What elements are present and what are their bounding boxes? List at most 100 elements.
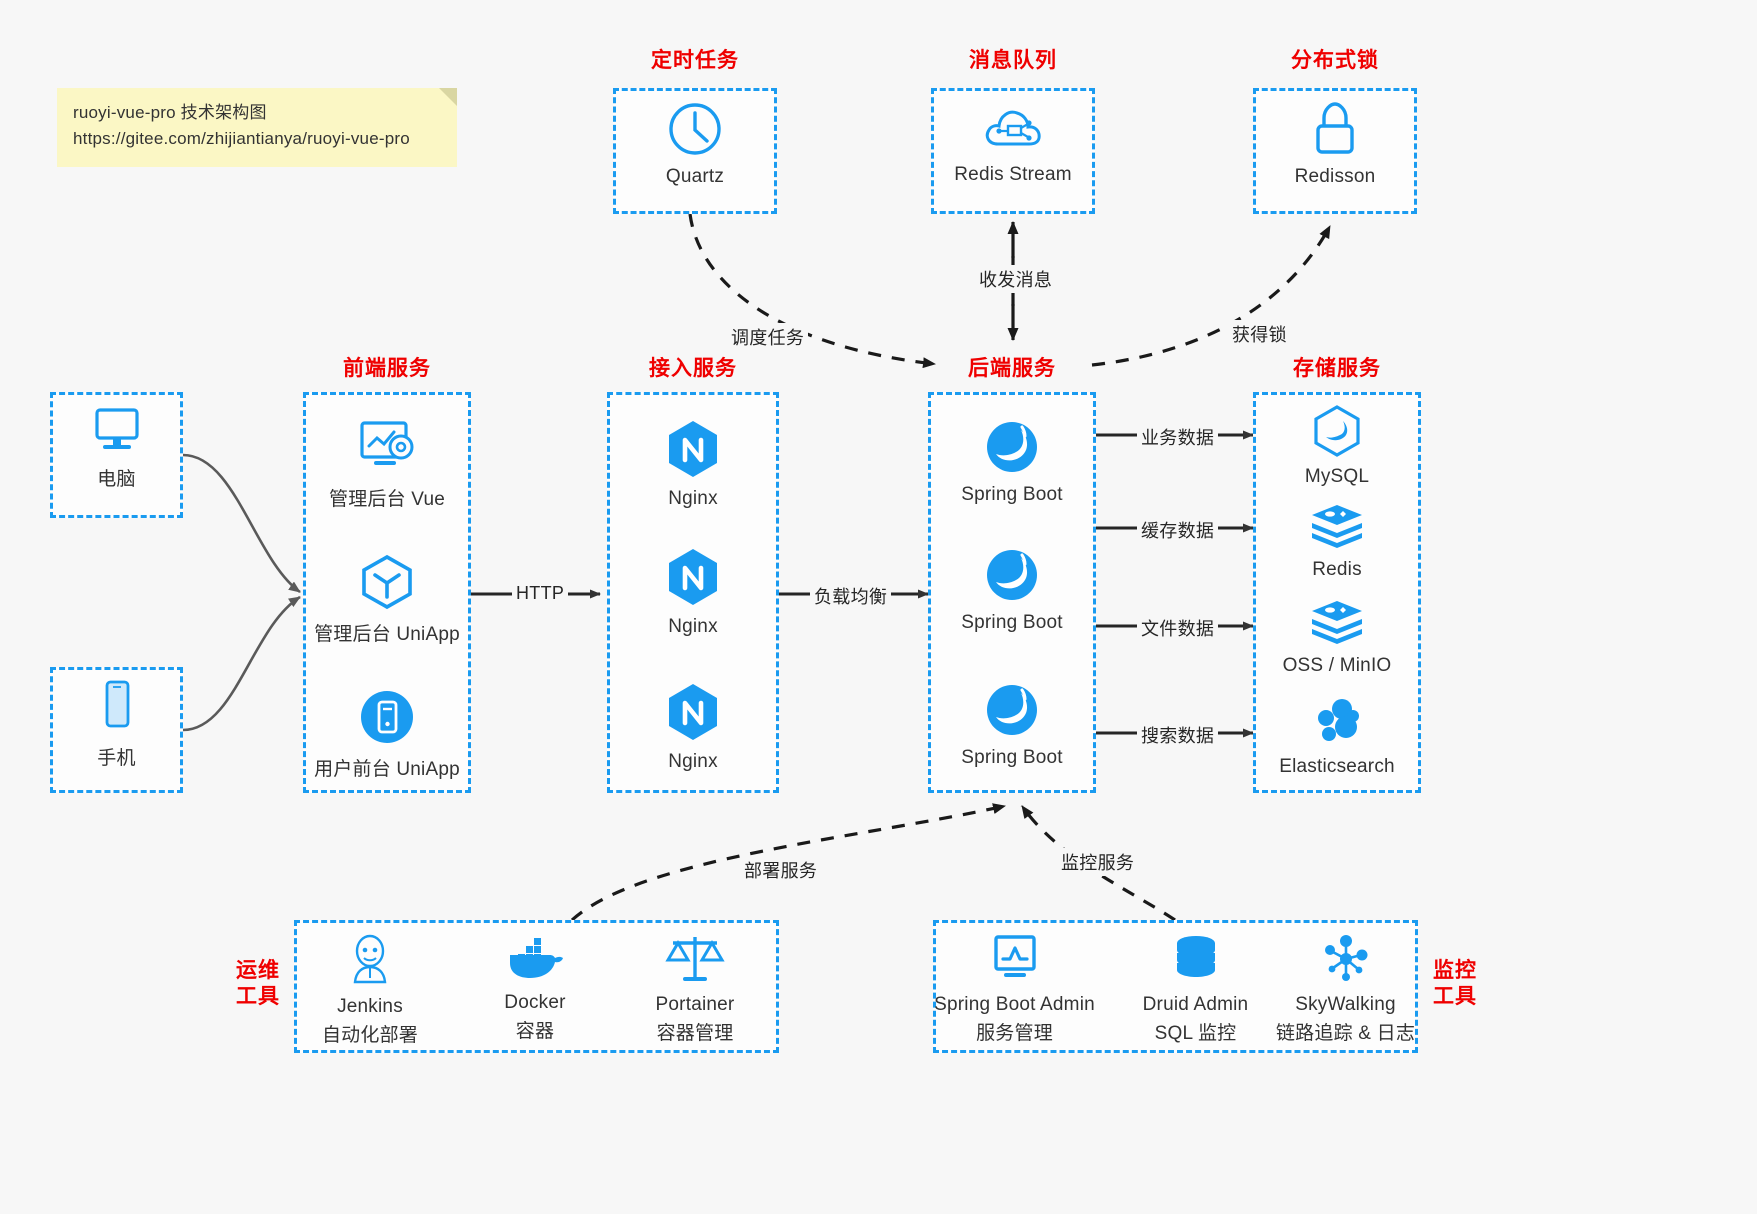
node-label: Elasticsearch [1279, 756, 1395, 777]
node-jenkins[interactable]: Jenkins 自动化部署 [300, 932, 440, 1047]
docker-whale-icon [504, 932, 566, 984]
node-oss-minio[interactable]: OSS / MinIO [1253, 597, 1421, 677]
elasticsearch-icon [1309, 696, 1365, 748]
edge-label-deploy-service: 部署服务 [740, 856, 822, 884]
node-skywalking[interactable]: SkyWalking 链路追踪 & 日志 [1268, 932, 1423, 1045]
group-scheduled-task [613, 88, 777, 214]
redis-stack-icon [1308, 501, 1366, 551]
node-label: Druid Admin [1142, 994, 1249, 1015]
node-sublabel: SQL 监控 [1154, 1023, 1237, 1044]
group-label-frontend: 前端服务 [343, 357, 431, 380]
edge-label-schedule-task: 调度任务 [727, 323, 809, 351]
node-nginx-3[interactable]: Nginx [607, 681, 779, 773]
node-admin-uniapp[interactable]: 管理后台 UniApp [303, 553, 471, 646]
dashboard-gear-icon [354, 418, 420, 476]
node-label: 电脑 [97, 469, 136, 490]
node-portainer[interactable]: Portainer 容器管理 [625, 932, 765, 1045]
group-label-monitor-line1: 监控 [1433, 959, 1477, 982]
node-mysql[interactable]: MySQL [1253, 404, 1421, 488]
note-fold-corner [439, 88, 457, 106]
clock-icon [666, 100, 724, 158]
edge-label-http: HTTP [512, 582, 569, 605]
node-label: Redis Stream [954, 164, 1072, 185]
node-spring-boot-admin[interactable]: Spring Boot Admin 服务管理 [934, 932, 1095, 1045]
node-admin-vue[interactable]: 管理后台 Vue [303, 418, 471, 511]
node-nginx-2[interactable]: Nginx [607, 546, 779, 638]
node-sublabel: 链路追踪 & 日志 [1275, 1023, 1416, 1044]
node-label: Spring Boot Admin [934, 994, 1095, 1015]
node-graph-icon [1318, 932, 1374, 986]
group-label-monitor: 监控 工具 [1425, 958, 1485, 1009]
edge-label-search-data: 搜索数据 [1137, 721, 1219, 749]
node-redis-stream[interactable]: Redis Stream [931, 100, 1095, 186]
group-computer [50, 392, 183, 518]
edge-label-business-data: 业务数据 [1137, 423, 1219, 451]
node-sublabel: 容器管理 [656, 1023, 734, 1044]
node-sublabel: 容器 [515, 1021, 555, 1042]
desktop-icon [89, 404, 145, 456]
group-label-backend: 后端服务 [968, 357, 1056, 380]
group-label-devops-line2: 工具 [236, 984, 280, 1008]
edge-label-acquire-lock: 获得锁 [1228, 320, 1291, 348]
group-label-gateway: 接入服务 [649, 357, 737, 380]
edge-label-load-balance: 负载均衡 [810, 582, 892, 610]
node-label: Nginx [668, 616, 718, 637]
diagram-note: ruoyi-vue-pro 技术架构图 https://gitee.com/zh… [57, 88, 457, 167]
spring-icon [983, 681, 1041, 739]
node-label: MySQL [1304, 466, 1370, 487]
node-label: Spring Boot [961, 747, 1063, 768]
node-label: 用户前台 UniApp [314, 759, 460, 780]
node-label: Nginx [668, 488, 718, 509]
spring-icon [983, 418, 1041, 476]
node-sublabel: 服务管理 [976, 1023, 1053, 1044]
scales-icon [665, 932, 725, 986]
node-redisson[interactable]: Redisson [1253, 100, 1417, 188]
node-user-uniapp[interactable]: 用户前台 UniApp [303, 688, 471, 781]
group-label-devops-line1: 运维 [236, 959, 280, 982]
group-label-distributed-lock: 分布式锁 [1291, 49, 1379, 72]
group-label-message-queue: 消息队列 [969, 49, 1057, 72]
node-label: Spring Boot [961, 612, 1063, 633]
node-label: Redis [1312, 559, 1362, 580]
storage-stack-icon [1308, 597, 1366, 647]
node-docker[interactable]: Docker 容器 [465, 932, 605, 1043]
node-label: SkyWalking [1295, 994, 1396, 1015]
node-quartz[interactable]: Quartz [613, 100, 777, 188]
spring-icon [983, 546, 1041, 604]
node-label: Jenkins [337, 996, 403, 1017]
node-label: Nginx [668, 751, 718, 772]
node-label: Portainer [655, 994, 735, 1015]
node-springboot-1[interactable]: Spring Boot [928, 418, 1096, 506]
edge-label-file-data: 文件数据 [1137, 614, 1219, 642]
node-springboot-2[interactable]: Spring Boot [928, 546, 1096, 634]
nginx-icon [664, 546, 722, 608]
monitor-chart-icon [986, 932, 1044, 986]
node-phone[interactable]: 手机 [50, 679, 183, 770]
group-label-devops: 运维 工具 [228, 958, 288, 1009]
edge-label-cache-data: 缓存数据 [1137, 516, 1219, 544]
node-label: 手机 [97, 748, 136, 769]
note-title: ruoyi-vue-pro 技术架构图 [73, 103, 267, 122]
lock-icon [1309, 100, 1361, 158]
edge-label-send-receive-message: 收发消息 [975, 265, 1057, 293]
group-label-storage: 存储服务 [1293, 357, 1381, 380]
database-icon [1169, 932, 1223, 986]
phone-app-icon [358, 688, 416, 746]
node-redis[interactable]: Redis [1253, 501, 1421, 581]
mysql-dolphin-icon [1310, 404, 1364, 458]
node-springboot-3[interactable]: Spring Boot [928, 681, 1096, 769]
group-label-scheduled-task: 定时任务 [651, 49, 739, 72]
nginx-icon [664, 418, 722, 480]
node-label: Spring Boot [961, 484, 1063, 505]
cube-icon [358, 553, 416, 611]
node-label: Docker [504, 992, 566, 1013]
node-elasticsearch[interactable]: Elasticsearch [1253, 696, 1421, 778]
node-label: Quartz [665, 166, 725, 187]
node-sublabel: 自动化部署 [321, 1025, 418, 1046]
node-nginx-1[interactable]: Nginx [607, 418, 779, 510]
node-label: OSS / MinIO [1282, 655, 1392, 676]
nginx-icon [664, 681, 722, 743]
node-computer[interactable]: 电脑 [50, 404, 183, 491]
node-druid-admin[interactable]: Druid Admin SQL 监控 [1118, 932, 1273, 1045]
